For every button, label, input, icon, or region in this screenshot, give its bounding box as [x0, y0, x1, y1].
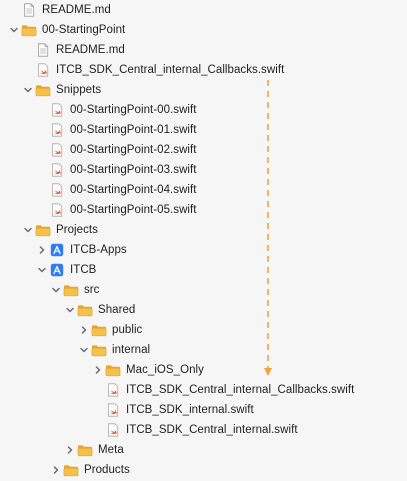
tree-row[interactable]: public: [78, 320, 142, 340]
disclosure-spacer: [36, 163, 47, 177]
swift-file-icon: [49, 143, 65, 157]
tree-row[interactable]: ITCB: [36, 260, 96, 280]
disclosure-spacer: [92, 403, 103, 417]
tree-row-label: ITCB_SDK_internal.swift: [126, 404, 254, 416]
folder-icon: [21, 23, 37, 37]
tree-row-label: ITCB_SDK_Central_internal_Callbacks.swif…: [56, 64, 285, 76]
tree-row[interactable]: Projects: [22, 220, 98, 240]
disclosure-spacer: [36, 203, 47, 217]
tree-row-label: Projects: [56, 224, 98, 236]
tree-row-label: 00-StartingPoint: [42, 24, 126, 36]
swift-file-icon: [35, 63, 51, 77]
app-project-icon: [49, 263, 65, 277]
tree-row[interactable]: ITCB_SDK_Central_internal_Callbacks.swif…: [22, 60, 284, 80]
app-project-icon: [49, 243, 65, 257]
chevron-down-icon[interactable]: [78, 343, 89, 357]
tree-row[interactable]: ITCB_SDK_Central_internal.swift: [92, 420, 298, 440]
chevron-right-icon[interactable]: [50, 463, 61, 477]
tree-row-label: Products: [84, 464, 130, 476]
document-icon: [35, 43, 51, 57]
swift-file-icon: [49, 183, 65, 197]
chevron-right-icon[interactable]: [78, 323, 89, 337]
disclosure-spacer: [36, 183, 47, 197]
tree-row-label: 00-StartingPoint-05.swift: [70, 204, 197, 216]
folder-icon: [63, 463, 79, 477]
folder-icon: [35, 223, 51, 237]
swift-file-icon: [49, 163, 65, 177]
tree-row-label: README.md: [56, 44, 125, 56]
document-icon: [21, 3, 37, 17]
chevron-down-icon[interactable]: [50, 283, 61, 297]
tree-row-label: 00-StartingPoint-00.swift: [70, 104, 197, 116]
swift-file-icon: [105, 383, 121, 397]
tree-row-label: ITCB: [70, 264, 97, 276]
tree-row-label: 00-StartingPoint-04.swift: [70, 184, 197, 196]
disclosure-spacer: [22, 43, 33, 57]
folder-icon: [105, 363, 121, 377]
tree-row-label: ITCB_SDK_Central_internal_Callbacks.swif…: [126, 384, 355, 396]
tree-row-label: 00-StartingPoint-02.swift: [70, 144, 197, 156]
tree-row-label: src: [84, 284, 100, 296]
tree-row-label: 00-StartingPoint-01.swift: [70, 124, 197, 136]
disclosure-spacer: [36, 103, 47, 117]
folder-icon: [63, 283, 79, 297]
folder-icon: [91, 343, 107, 357]
chevron-right-icon[interactable]: [64, 443, 75, 457]
folder-icon: [77, 443, 93, 457]
chevron-down-icon[interactable]: [36, 263, 47, 277]
swift-file-icon: [105, 423, 121, 437]
tree-row[interactable]: 00-StartingPoint: [8, 20, 125, 40]
tree-row[interactable]: 00-StartingPoint-03.swift: [36, 160, 197, 180]
tree-row[interactable]: README.md: [8, 0, 111, 20]
tree-row[interactable]: ITCB_SDK_Central_internal_Callbacks.swif…: [92, 380, 354, 400]
tree-row-label: internal: [112, 344, 151, 356]
tree-row[interactable]: Snippets: [22, 80, 101, 100]
tree-row[interactable]: Meta: [64, 440, 124, 460]
chevron-down-icon[interactable]: [22, 223, 33, 237]
tree-row[interactable]: README.md: [22, 40, 125, 60]
swift-file-icon: [49, 203, 65, 217]
tree-row-label: ITCB-Apps: [70, 244, 127, 256]
tree-row-label: Shared: [98, 304, 136, 316]
tree-row-label: Meta: [98, 444, 124, 456]
tree-row[interactable]: Mac_iOS_Only: [92, 360, 204, 380]
disclosure-spacer: [8, 3, 19, 17]
tree-row-label: 00-StartingPoint-03.swift: [70, 164, 197, 176]
tree-row[interactable]: Products: [50, 460, 130, 480]
tree-row[interactable]: 00-StartingPoint-00.swift: [36, 100, 197, 120]
tree-row[interactable]: 00-StartingPoint-02.swift: [36, 140, 197, 160]
chevron-down-icon[interactable]: [8, 23, 19, 37]
disclosure-spacer: [36, 143, 47, 157]
disclosure-spacer: [92, 383, 103, 397]
chevron-down-icon[interactable]: [64, 303, 75, 317]
chevron-down-icon[interactable]: [22, 83, 33, 97]
tree-row-label: README.md: [42, 4, 111, 16]
tree-row[interactable]: 00-StartingPoint-01.swift: [36, 120, 197, 140]
disclosure-spacer: [92, 423, 103, 437]
tree-row[interactable]: 00-StartingPoint-05.swift: [36, 200, 197, 220]
tree-row[interactable]: ITCB_SDK_internal.swift: [92, 400, 254, 420]
swift-file-icon: [105, 403, 121, 417]
tree-row[interactable]: Shared: [64, 300, 135, 320]
folder-icon: [91, 323, 107, 337]
chevron-right-icon[interactable]: [92, 363, 103, 377]
swift-file-icon: [49, 103, 65, 117]
tree-row-label: public: [112, 324, 143, 336]
tree-row[interactable]: internal: [78, 340, 150, 360]
tree-row[interactable]: ITCB-Apps: [36, 240, 127, 260]
disclosure-spacer: [22, 63, 33, 77]
folder-icon: [35, 83, 51, 97]
swift-file-icon: [49, 123, 65, 137]
move-arrow-icon: [264, 80, 272, 376]
tree-row[interactable]: src: [50, 280, 99, 300]
tree-row-label: ITCB_SDK_Central_internal.swift: [126, 424, 298, 436]
disclosure-spacer: [36, 123, 47, 137]
tree-row[interactable]: 00-StartingPoint-04.swift: [36, 180, 197, 200]
folder-icon: [77, 303, 93, 317]
tree-row-label: Snippets: [56, 84, 102, 96]
chevron-right-icon[interactable]: [36, 243, 47, 257]
tree-row-label: Mac_iOS_Only: [126, 364, 204, 376]
